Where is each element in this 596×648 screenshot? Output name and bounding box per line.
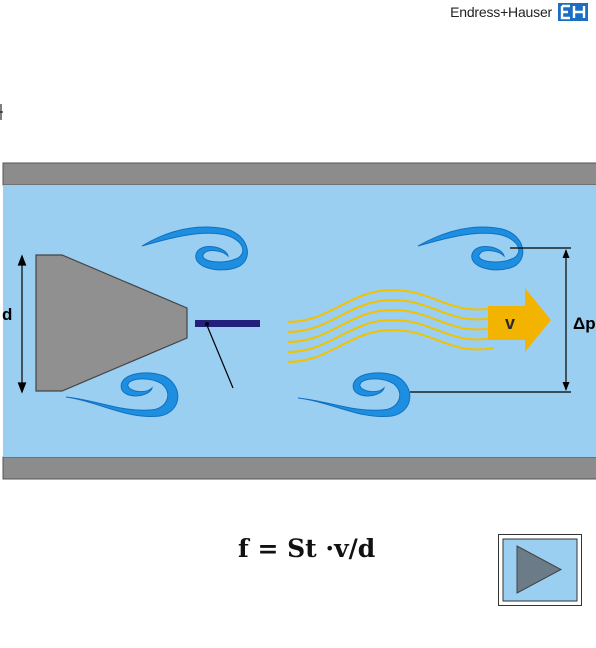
- sensor-pointer-dot: [205, 322, 209, 326]
- eh-logo-icon: [558, 3, 588, 21]
- pressure-diff-label: Δp: [573, 314, 596, 333]
- brand-header: Endress+Hauser: [450, 2, 588, 22]
- diameter-label: d: [2, 305, 12, 324]
- vortex-top-right: [417, 226, 524, 271]
- sensor-pointer-line: [205, 322, 234, 389]
- vortex-bottom-right: [297, 372, 411, 418]
- strouhal-formula: f = St ·v/d: [238, 534, 376, 563]
- bluff-body: [35, 254, 188, 392]
- velocity-label: v: [505, 313, 515, 333]
- play-icon: [516, 545, 563, 594]
- pipe-wall-top: [2, 162, 596, 186]
- pipe-wall-bottom: [2, 456, 596, 480]
- diameter-arrow: [17, 254, 27, 394]
- velocity-arrow: [488, 288, 551, 352]
- pressure-diff-indicator: [410, 247, 571, 393]
- sensor-paddle: [195, 320, 260, 327]
- brand-name: Endress+Hauser: [450, 4, 552, 20]
- vortex-bottom-left: [65, 372, 179, 418]
- vortex-top-left: [141, 226, 248, 271]
- play-button[interactable]: [498, 534, 582, 606]
- flow-wave-lines: [287, 288, 495, 363]
